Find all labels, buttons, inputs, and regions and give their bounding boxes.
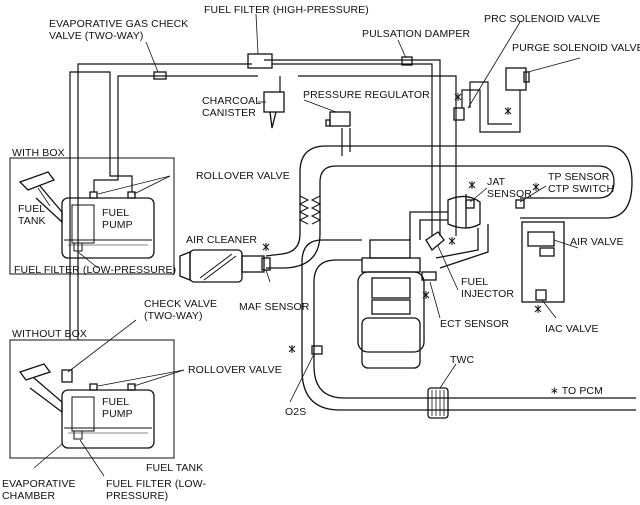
engine-block xyxy=(357,239,425,369)
label-fuel-filter-high: FUEL FILTER (HIGH-PRESSURE) xyxy=(204,4,369,16)
label-fuel-pump-1: FUEL PUMP xyxy=(102,207,133,231)
purge-solenoid-valve xyxy=(505,67,530,91)
throttle-body xyxy=(447,194,481,229)
label-fuel-filter-low-1: FUEL FILTER (LOW-PRESSURE) xyxy=(14,264,177,276)
label-fuel-pump-2: FUEL PUMP xyxy=(102,396,133,420)
label-fuel-tank-1: FUEL TANK xyxy=(18,203,46,227)
intake-manifold xyxy=(409,211,489,269)
label-fuel-tank-2: FUEL TANK xyxy=(146,462,204,474)
filler-neck-with-box xyxy=(18,171,63,224)
label-check-valve: CHECK VALVE (TWO-WAY) xyxy=(144,298,218,322)
air-valve-iac-assembly xyxy=(521,221,565,303)
evap-check-valve xyxy=(153,71,167,80)
fuel-filter-high-pressure xyxy=(247,53,273,69)
label-rollover-valve-1: ROLLOVER VALVE xyxy=(196,170,290,182)
label-o2s: O2S xyxy=(285,406,307,418)
label-purge-solenoid: PURGE SOLENOID VALVE xyxy=(512,42,640,54)
pressure-regulator xyxy=(325,111,351,127)
prc-solenoid-valve xyxy=(453,107,465,121)
label-prc-solenoid: PRC SOLENOID VALVE xyxy=(484,13,601,25)
fuel-injector-body xyxy=(425,231,445,251)
ect-sensor-body xyxy=(421,271,437,281)
label-air-cleaner: AIR CLEANER xyxy=(186,234,258,246)
intake-air-tube xyxy=(265,145,633,269)
fuel-tank-without-box xyxy=(61,389,155,449)
label-pulsation-damper: PULSATION DAMPER xyxy=(362,28,471,40)
label-fuel-filter-low-2: FUEL FILTER (LOW- PRESSURE) xyxy=(106,478,207,502)
jat-sensor-body xyxy=(465,199,475,209)
rollover-valve-without-box-a xyxy=(89,383,98,391)
fuel-lines xyxy=(69,59,521,340)
twc-body xyxy=(427,387,449,419)
rollover-valve-with-box-b xyxy=(127,191,136,199)
label-tp-sensor: TP SENSOR CTP SWITCH xyxy=(548,171,615,195)
fuel-tank-with-box xyxy=(61,197,155,259)
label-to-pcm: ∗ TO PCM xyxy=(550,385,603,397)
label-ect-sensor: ECT SENSOR xyxy=(440,318,510,330)
label-twc: TWC xyxy=(450,354,475,366)
pulsation-damper xyxy=(401,56,413,66)
label-jat-sensor: JAT SENSOR xyxy=(487,176,532,200)
charcoal-canister xyxy=(263,91,285,129)
label-without-box: WITHOUT BOX xyxy=(12,328,87,340)
without-box-frame xyxy=(9,339,175,459)
label-evap-check-valve: EVAPORATIVE GAS CHECK VALVE (TWO-WAY) xyxy=(49,18,189,42)
pcm-markers xyxy=(262,93,542,353)
label-evap-chamber: EVAPORATIVE CHAMBER xyxy=(2,478,76,502)
exhaust-pipe xyxy=(301,239,636,411)
label-rollover-valve-2: ROLLOVER VALVE xyxy=(188,364,282,376)
label-iac-valve: IAC VALVE xyxy=(545,323,599,335)
label-maf-sensor: MAF SENSOR xyxy=(239,301,310,313)
intake-bellows xyxy=(298,195,322,225)
rollover-valve-with-box-a xyxy=(89,191,98,199)
label-air-valve: AIR VALVE xyxy=(570,236,624,248)
tp-sensor-body xyxy=(515,199,525,209)
leader-lines xyxy=(33,13,581,477)
label-charcoal-canister: CHARCOAL CANISTER xyxy=(202,95,262,119)
label-pressure-regulator: PRESSURE REGULATOR xyxy=(303,89,430,101)
label-fuel-injector: FUEL INJECTOR xyxy=(461,276,515,300)
air-cleaner xyxy=(179,249,265,283)
o2s-body xyxy=(311,345,323,355)
rollover-valve-without-box-b xyxy=(127,383,136,391)
with-box-frame xyxy=(9,157,175,275)
label-with-box: WITH BOX xyxy=(12,147,65,159)
filler-neck-without-box xyxy=(18,363,73,414)
